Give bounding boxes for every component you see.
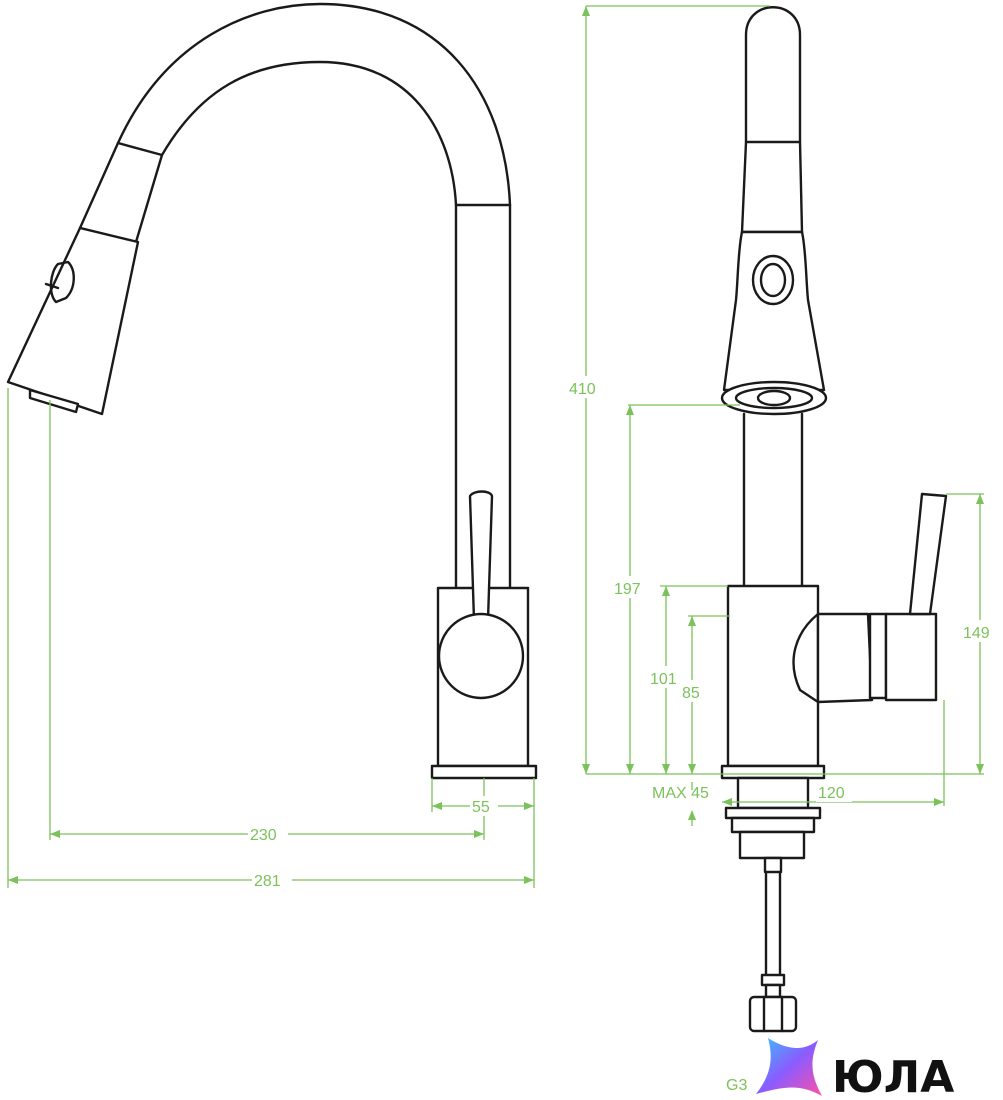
sleeve-front	[740, 140, 804, 234]
washer	[724, 806, 822, 820]
hose-fitting-top	[763, 856, 783, 874]
hose-ferrule	[760, 973, 786, 987]
lever-handle	[468, 490, 494, 622]
lever-collar	[868, 612, 888, 700]
spray-center	[756, 389, 792, 407]
arrow	[626, 764, 634, 774]
hose-nut	[748, 995, 798, 1033]
shank	[736, 776, 810, 810]
arrow	[976, 764, 984, 774]
label-bg	[816, 782, 852, 802]
label-max45: MAX 45	[652, 785, 709, 802]
label-bg	[248, 824, 288, 844]
pullout-head-front	[722, 230, 826, 392]
label-thread: G3	[726, 1077, 747, 1094]
spout-top-tube	[744, 6, 802, 144]
hose-stem	[764, 983, 782, 999]
arrow	[662, 586, 670, 596]
lever-notch	[792, 612, 820, 704]
label-410: 410	[569, 381, 596, 398]
pullout-head	[6, 226, 140, 416]
arrow	[662, 764, 670, 774]
brand-logo: ЮЛА	[756, 1038, 954, 1100]
arrow	[688, 616, 696, 626]
label-85: 85	[682, 685, 700, 702]
arrow	[688, 764, 696, 774]
label-bg	[252, 870, 292, 890]
label-bg	[612, 576, 648, 598]
arrow	[626, 405, 634, 415]
label-bg	[566, 376, 606, 398]
base-plate	[430, 764, 538, 780]
pullout-button-inner	[759, 262, 787, 298]
brand-star-icon	[756, 1038, 822, 1096]
arrow	[582, 6, 590, 16]
arrow	[934, 798, 944, 806]
label-149: 149	[963, 625, 990, 642]
arrow	[524, 802, 534, 810]
pullout-button	[49, 260, 75, 304]
label-bg	[680, 680, 706, 702]
nut	[730, 816, 816, 834]
arrow	[8, 876, 18, 884]
brand-name: ЮЛА	[832, 1052, 954, 1100]
front-view	[720, 6, 948, 1033]
arrow	[976, 494, 984, 504]
label-bg	[470, 796, 498, 816]
base-front	[720, 764, 826, 780]
label-230: 230	[250, 827, 277, 844]
nut-lower	[738, 830, 806, 860]
arrow	[524, 876, 534, 884]
body-front	[726, 584, 820, 768]
arrow	[50, 830, 60, 838]
label-120: 120	[818, 785, 845, 802]
arrow	[722, 798, 732, 806]
label-281: 281	[254, 873, 281, 890]
label-bg	[962, 620, 1003, 642]
label-bg	[648, 666, 684, 688]
lever-cartridge	[437, 612, 525, 700]
spout-inner-curve	[160, 60, 458, 207]
lever-handle-front	[908, 492, 948, 616]
pullout-button-front	[751, 254, 795, 306]
arrow	[432, 802, 442, 810]
label-55: 55	[472, 799, 490, 816]
label-101: 101	[650, 671, 677, 688]
label-197: 197	[614, 581, 641, 598]
spout-outer-curve	[116, 2, 512, 207]
arrow	[688, 810, 696, 820]
arrow	[582, 764, 590, 774]
arrow	[474, 830, 484, 838]
spray-ring	[734, 386, 814, 410]
pullout-button-edge	[44, 282, 60, 290]
dimension-labels: 410 197 101 85 149 MAX 45 120 55 230 281…	[248, 376, 1003, 1094]
side-view	[6, 2, 538, 780]
lever-arm-side	[816, 612, 874, 704]
spray-outlet	[28, 388, 80, 414]
spout-sleeve	[78, 141, 164, 244]
lever-hub	[884, 612, 938, 702]
